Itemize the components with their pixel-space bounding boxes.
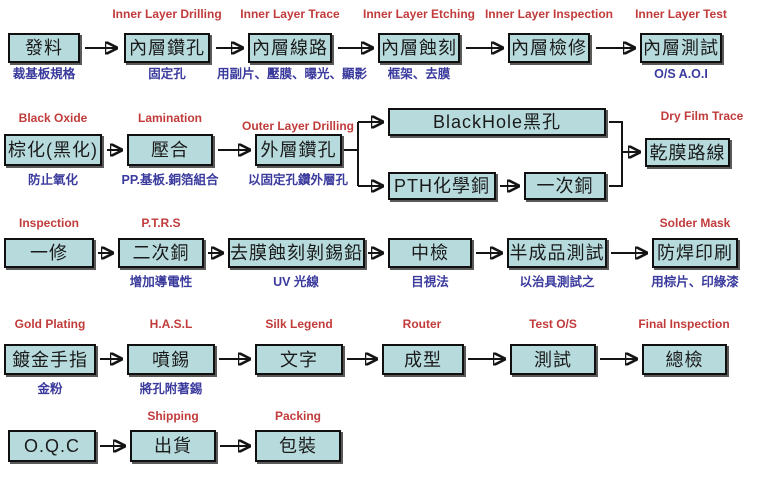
box-test-os: 測試 [510,344,596,375]
box-oqc: O.Q.C [8,430,96,462]
box-label: BlackHole黑孔 [432,112,562,132]
stage-note: PP.基板.銅箔組合 [121,173,219,187]
stage-tag-packing: Packing [274,409,322,423]
box-label: 發料 [25,38,63,58]
box-label: 噴錫 [152,349,190,370]
box-pth-chemical-copper: PTH化學銅 [388,172,496,200]
box-label: 一修 [30,243,68,263]
box-gold-plating: 鍍金手指 [4,344,96,375]
stage-tag-hasl: H.A.S.L [149,317,193,331]
box-label: 乾膜路線 [649,142,726,163]
box-label: 壓合 [151,140,189,160]
box-label: 內層蝕刻 [381,38,457,58]
box-label: 外層鑽孔 [260,140,337,160]
stage-note: 目視法 [411,275,449,289]
stage-note: 增加導電性 [129,275,193,289]
box-label: O.Q.C [23,436,80,456]
stage-note: 用副片、壓膜、曝光、顯影 [216,67,368,81]
box-final-inspection: 總檢 [642,344,727,375]
stage-note: 框架、去膜 [387,67,451,81]
box-solder-mask: 防焊印刷 [652,238,738,268]
stage-tag-inner-layer-etching: Inner Layer Etching [362,7,476,21]
box-silk-legend: 文字 [255,344,343,375]
box-label: 鍍金手指 [12,349,88,370]
box-label: 防焊印刷 [657,243,733,263]
stage-tag-dry-film-trace: Dry Film Trace [660,109,744,123]
box-packing: 包裝 [255,430,341,462]
box-blackhole: BlackHole黑孔 [388,108,606,136]
stage-note: 用棕片、印綠漆 [651,275,739,289]
box-label: 內層鑽孔 [129,38,205,58]
box-label: 文字 [280,349,318,370]
stage-tag-inspection: Inspection [18,216,80,230]
box-outer-layer-drilling: 外層鑽孔 [255,134,342,166]
stage-note: UV 光線 [273,275,319,289]
box-label: 一次銅 [536,176,594,196]
box-label: 棕化(黑化) [8,140,98,160]
box-semi-product-test: 半成品測試 [507,238,607,268]
box-inner-layer-inspection: 內層檢修 [508,33,590,63]
box-second-copper: 二次銅 [118,238,204,268]
stage-tag-silk-legend: Silk Legend [265,317,333,331]
box-label: 二次銅 [132,243,190,263]
box-label: 半成品測試 [509,243,605,263]
merge-connector [609,121,623,187]
stage-note: 以固定孔鑽外層孔 [247,173,349,187]
stage-tag-ptrs: P.T.R.S [141,216,181,230]
box-router: 成型 [382,344,464,375]
box-label: 去膜蝕刻剝錫鉛 [230,243,363,263]
box-label: 測試 [534,349,572,370]
box-black-oxide: 棕化(黑化) [4,134,102,166]
stage-note: O/S A.O.I [654,67,708,81]
stage-note: 將孔附著錫 [139,382,203,396]
box-inner-layer-trace: 內層線路 [248,33,332,63]
stage-note: 以治具測試之 [519,275,595,289]
box-middle-inspection: 中檢 [388,238,472,268]
stage-note: 防止氧化 [27,173,79,187]
box-label: 出貨 [154,436,192,456]
box-dry-film-trace: 乾膜路線 [645,138,730,167]
stage-tag-router: Router [402,317,442,331]
box-label: 內層測試 [643,38,719,58]
box-inner-layer-drilling: 內層鑽孔 [124,33,210,63]
box-issue-material: 發料 [8,33,80,63]
stage-note: 固定孔 [148,67,186,81]
box-label: 成型 [404,349,442,370]
box-label: 中檢 [411,243,449,263]
box-label: 內層線路 [252,38,328,58]
box-lamination: 壓合 [127,134,213,166]
box-first-repair: 一修 [4,238,94,268]
stage-tag-shipping: Shipping [147,409,199,423]
stage-tag-inner-layer-drilling: Inner Layer Drilling [112,7,222,21]
stage-tag-inner-layer-test: Inner Layer Test [635,7,727,21]
box-inner-layer-test: 內層測試 [640,33,722,63]
stage-note: 金粉 [37,382,63,396]
stage-tag-solder-mask: Solder Mask [659,216,731,230]
stage-tag-black-oxide: Black Oxide [18,111,88,125]
box-label: 總檢 [665,349,704,370]
box-label: 內層檢修 [511,38,587,58]
stage-tag-gold-plating: Gold Plating [14,317,86,331]
stage-tag-final-inspection: Final Inspection [638,317,730,331]
box-first-copper: 一次銅 [524,172,606,200]
box-label: 包裝 [279,436,317,456]
box-inner-layer-etching: 內層蝕刻 [378,33,460,63]
box-shipping: 出貨 [130,430,216,462]
stage-tag-test-os: Test O/S [529,317,577,331]
box-strip-etch-tin-lead: 去膜蝕刻剝錫鉛 [228,238,365,268]
box-label: PTH化學銅 [394,176,490,196]
stage-tag-outer-layer-drilling: Outer Layer Drilling [241,119,355,133]
stage-tag-lamination: Lamination [137,111,203,125]
stage-tag-inner-layer-trace: Inner Layer Trace [240,7,340,21]
stage-note: 裁基板規格 [12,67,76,81]
stage-tag-inner-layer-inspection: Inner Layer Inspection [484,7,614,21]
box-hasl: 噴錫 [127,344,215,375]
